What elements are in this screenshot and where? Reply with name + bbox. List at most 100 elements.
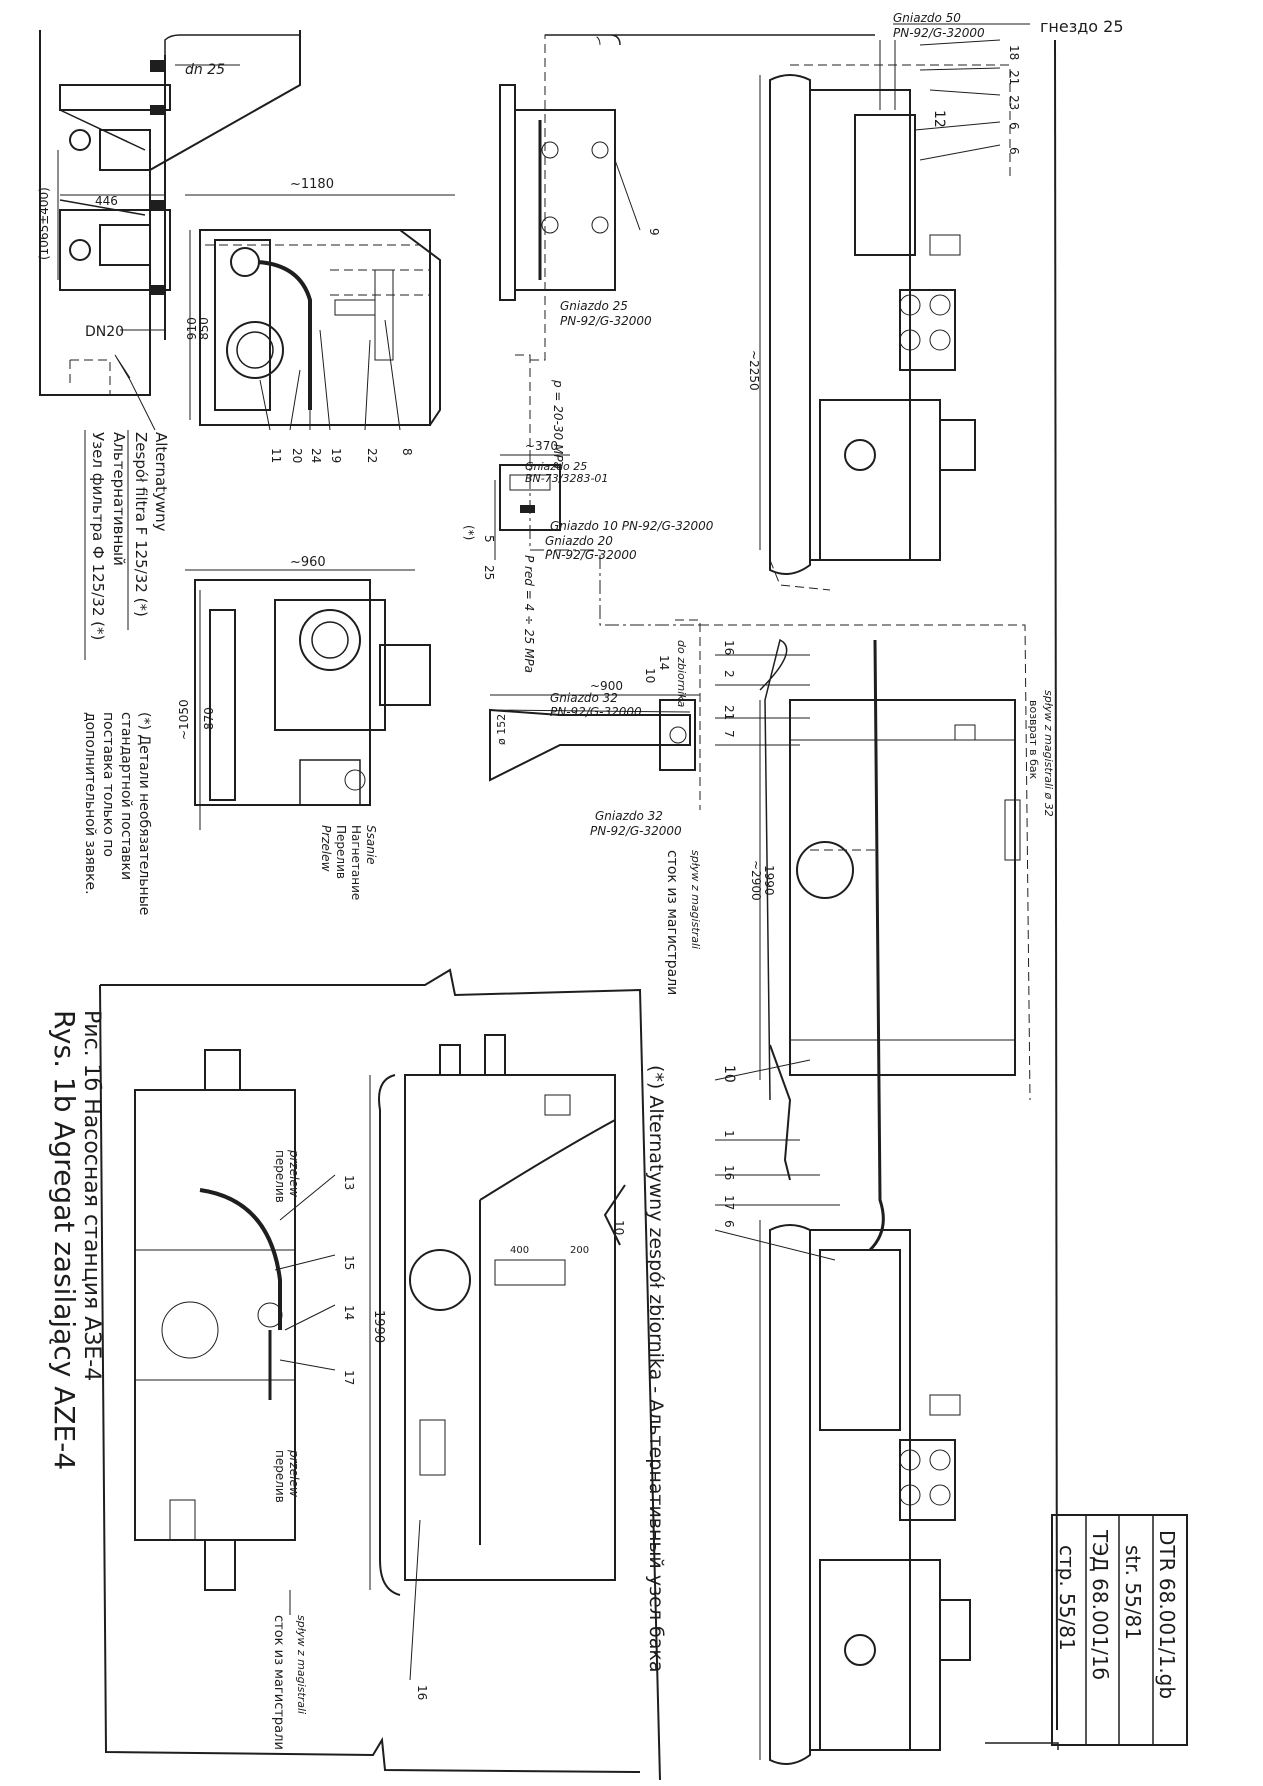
callout-10a: 10 [643,668,657,683]
optional-star: (*) [462,525,476,540]
alt-dim-200: 200 [570,1245,589,1256]
socket-50-std: PN-92/G-32000 [893,26,985,40]
callout-14: 14 [657,655,671,670]
callout-22: 22 [365,448,379,463]
callout-17b: 17 [342,1370,356,1385]
overflow-b-ru: перелив [273,1450,287,1503]
main-callouts: 18 21 23 12 6 6 16 2 21 7 10 1 16 17 6 [714,39,1021,1261]
pump-view-top: ~1180 850 910 11 20 24 19 22 8 [185,177,455,463]
socket-50-label: Gniazdo 50 [893,11,961,25]
filter-legend-line-2: Zespół filtra F 125/32 (*) [132,432,150,617]
suction-label-pl: Ssanie [364,825,378,865]
pressure-range: p = 20-30 MPa [551,379,565,469]
callout-10c: 10 [612,1220,626,1235]
dim-446: 446 [95,194,118,208]
callout-6b: 6 [1007,147,1021,155]
header-labels: гнездо 25 Gniazdo 50 PN-92/G-32000 [893,11,1124,40]
pump-view-side: ~960 870 ~1050 Ssanie Нагнетание Перелив… [177,555,431,900]
callout-13: 13 [342,1175,356,1190]
dn20-label: DN20 [85,324,124,340]
alt-tank-header: (*) Alternatywny zespół zbiornika - Альт… [645,1065,667,1673]
title-doc-ru: ТЭД 68.001/1б [1088,1529,1112,1680]
caption-pl: Rys. 1b Agregat zasilający AZE-4 [48,1010,81,1470]
overflow-b-pl: przelew [287,1449,301,1497]
filter-unit: dn 25 446 (1065±400) DN20 [37,34,300,431]
alt-dim-1990: 1990 [371,1310,386,1343]
alternative-tank: (*) Alternatywny zespół zbiornika - Альт… [134,1034,667,1750]
dim-370: ~370 [525,439,558,453]
press-socket-25-std: BN-73/3283-01 [525,472,608,485]
dim-1990: 1990 [762,865,776,896]
callout-15: 15 [342,1255,356,1270]
acc-socket-32b-std: PN-92/G-32000 [590,824,682,838]
note-line-1: (*) Детали необязательные [136,712,152,915]
to-tank-label: do zbiornika [675,640,688,708]
dn25-label: dn 25 [185,62,225,78]
press-socket-20-std: PN-92/G-32000 [545,548,637,562]
callout-16a: 16 [722,640,736,655]
dim-850: 850 [197,317,211,340]
title-block: DTR 68.001/1.gb str. 55/81 ТЭД 68.001/1б… [1051,1514,1188,1746]
socket-25-label: гнездо 25 [1040,17,1124,36]
caption-ru: Рис. 1б Насосная станция АЗЕ-4 [79,1010,104,1381]
return-label-ru: возврат в бак [1027,700,1040,780]
overflow-a-ru: перелив [273,1150,287,1203]
figure-caption: Рис. 1б Насосная станция АЗЕ-4 Rys. 1b A… [48,1010,104,1470]
callout-7: 7 [722,730,736,738]
dim-2250: ~2250 [747,350,761,391]
accumulator-unit: ~900 ø 152 Gniazdo 32 PN-92/G-32000 Gnia… [489,619,702,995]
callout-24: 24 [309,448,323,463]
filter-legend-line-4: Узел фильтра Ф 125/32 (*) [89,432,107,640]
note-line-3: поставка только по [100,712,116,857]
title-page-ru: стр. 55/81 [1055,1545,1079,1651]
dim-152: ø 152 [495,714,508,745]
alt-drain-ru-1: сток из магистрали [271,1615,286,1750]
optional-parts-note: (*) Детали необязательные стандартной по… [82,712,152,915]
overflow-label-pl: Przelew [319,825,333,872]
press-socket-25: Gniazdo 25 [525,460,587,473]
callout-20: 20 [290,448,304,463]
pipe-routes [529,34,875,626]
callout-5: 5 [482,535,496,543]
callout-1: 1 [722,1130,736,1138]
dim-960: ~960 [290,555,326,570]
callout-14b: 14 [342,1305,356,1320]
acc-socket-32a-std: PN-92/G-32000 [550,705,642,719]
press-socket-10: Gniazdo 10 PN-92/G-32000 [550,519,714,533]
callout-11: 11 [269,448,283,463]
acc-socket-32b: Gniazdo 32 [595,809,663,823]
callout-6c: 6 [722,1220,736,1228]
dim-910: 910 [185,317,199,340]
return-label: spływ z magistrali ø 32 [1042,690,1055,817]
sheet-frame [39,30,1059,1781]
filter-legend: Alternatywny Zespół filtra F 125/32 (*) … [84,430,170,660]
callout-17: 17 [722,1195,736,1210]
alt-drain-pl: spływ z magistrali [295,1615,308,1714]
callout-12: 12 [931,110,947,128]
callout-18: 18 [1007,45,1021,60]
filter-legend-line-1: Alternatywny [152,432,170,532]
dim-1050: ~1050 [177,699,191,740]
press-socket-20: Gniazdo 20 [545,534,613,548]
callout-6a: 6 [1007,122,1021,130]
dim-1068: (1065±400) [37,187,51,260]
callout-10b: 10 [721,1065,737,1083]
reduced-pressure: P red = 4 ÷ 25 MPa [522,555,536,673]
dim-870: 870 [202,707,216,730]
callout-2: 2 [722,670,736,678]
dim-2900: ~2900 [749,860,763,901]
callout-21a: 21 [1007,70,1021,85]
main-assembly: ~2250 1990 ~2900 spływ z magistrali ø 32… [700,40,1055,1765]
dim-1180: ~1180 [290,177,334,192]
callout-25: 25 [482,565,496,580]
alt-dim-400: 400 [510,1245,529,1256]
note-line-4: дополнительной заявке. [82,712,98,895]
overflow-a-pl: przelew [287,1149,301,1197]
callout-23: 23 [1007,95,1021,110]
valve-socket-25-std: PN-92/G-32000 [560,314,652,328]
callout-16c: 16 [415,1685,429,1700]
drain-label-ru: сток из магистрали [664,850,680,995]
drain-label-pl: spływ z magistrali [689,850,702,949]
suction-label-ru: Нагнетание [349,825,363,900]
